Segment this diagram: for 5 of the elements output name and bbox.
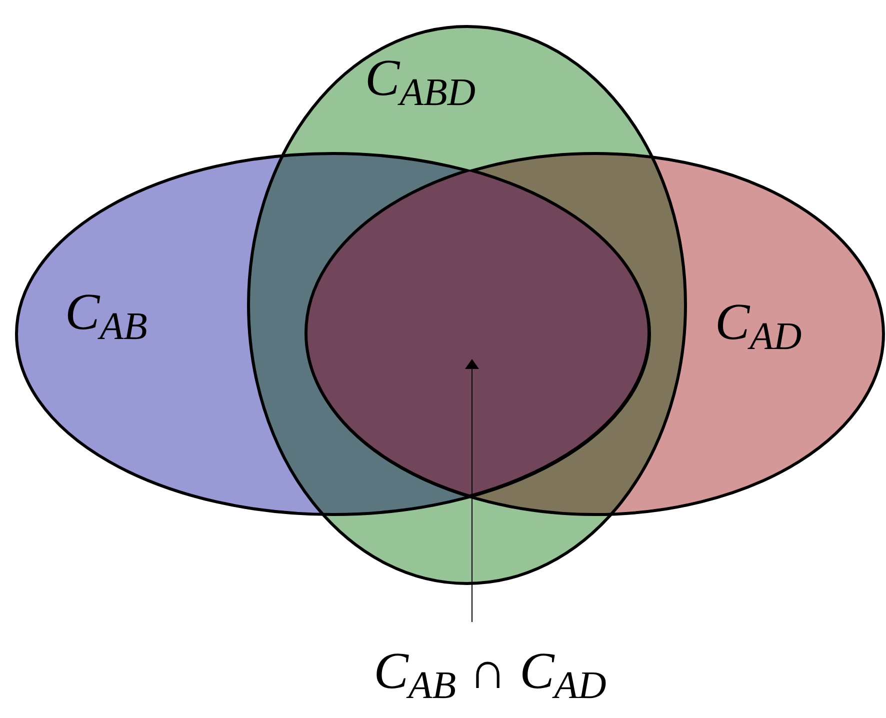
set-name: C$_{ABD}$	[365, 53, 476, 105]
leader-arrow	[465, 359, 479, 622]
set-name: C$_{AB}$ ∩ C$_{AD}$	[372, 646, 608, 698]
set-name: C$_{AB}$	[65, 287, 148, 339]
set-name: C$_{AD}$	[715, 297, 802, 349]
